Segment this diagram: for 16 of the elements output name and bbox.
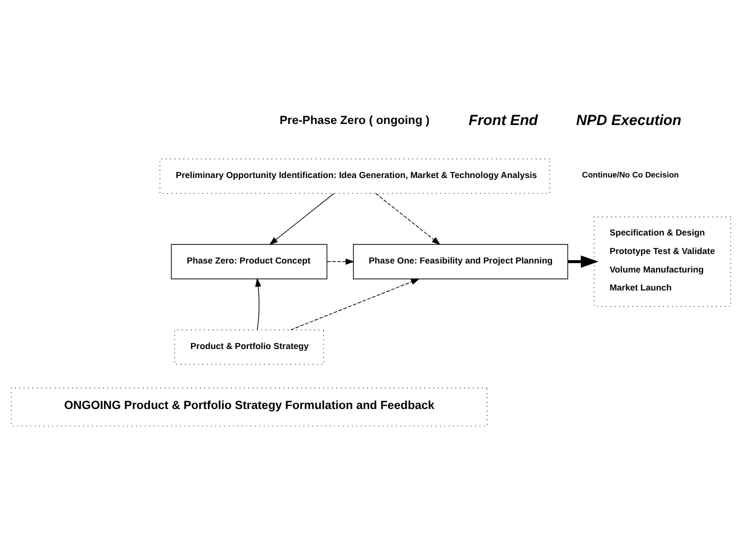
- arrow: [326, 258, 354, 264]
- node-box: Product & Portfolio Strategy: [174, 329, 324, 364]
- arrow: [290, 278, 420, 330]
- arrow: [375, 192, 441, 245]
- arrow: [255, 277, 262, 330]
- node-box: Preliminary Opportunity Identification: Idea Generation, Market & Technology Analysis: [160, 158, 550, 194]
- label: Front End: [468, 112, 538, 129]
- node-box: Specification & Design Prototype Test & Validate Volume Manufacturing Market Launch: [594, 216, 732, 306]
- node-box: Phase Zero: Product Concept: [170, 244, 328, 279]
- arrow: [568, 254, 598, 268]
- label: Continue/No Co Decision: [582, 170, 679, 179]
- label: NPD Execution: [576, 112, 682, 129]
- arrow: [269, 192, 334, 245]
- node-box: Phase One: Feasibility and Project Planning: [353, 244, 568, 279]
- node-box: ONGOING Product & Portfolio Strategy Formulation and Feedback: [10, 387, 488, 426]
- label: Pre-Phase Zero ( ongoing ): [280, 114, 430, 127]
